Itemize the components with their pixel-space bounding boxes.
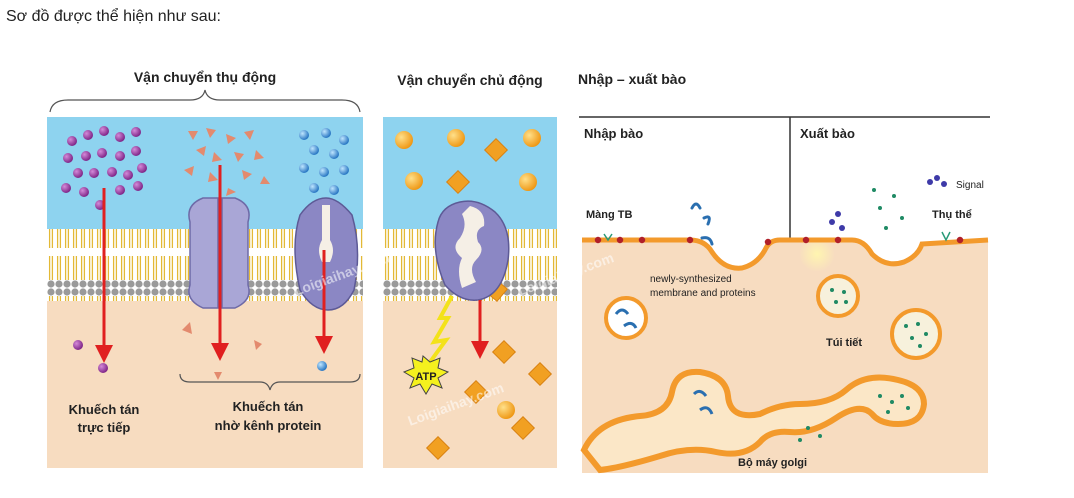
endocytosis-label: Nhập bào (584, 126, 643, 141)
new-membrane-label-1: newly-synthesized (650, 274, 732, 285)
salmon-particles (182, 128, 270, 380)
direct-label-1: Khuếch tán (69, 402, 140, 417)
membrane-proteins (594, 236, 964, 246)
active-title: Vận chuyển chủ động (397, 72, 542, 88)
passive-brace (49, 89, 361, 113)
passive-panel: Vận chuyển thụ động (47, 69, 363, 468)
secretory-vesicles (816, 274, 942, 360)
signal-molecules (829, 175, 947, 231)
channel-protein (188, 197, 250, 309)
golgi-label: Bộ máy golgi (738, 457, 807, 469)
channel-brace (179, 373, 361, 391)
bulk-title: Nhập – xuất bào (578, 71, 686, 87)
cytoplasm-region (47, 301, 363, 468)
channel-label-1: Khuếch tán (233, 399, 304, 414)
intro-text: Sơ đồ được thể hiện như sau: (6, 8, 221, 25)
membrane-label: Màng TB (586, 209, 632, 221)
bulk-panel: Nhập – xuất bào Nhập bào Xuất bào Màng T… (578, 71, 990, 474)
endocytosed-molecules (690, 202, 714, 246)
signal-label: Signal (956, 180, 984, 191)
energy-bolt (428, 295, 454, 364)
active-panel: Vận chuyển chủ động ATP (383, 72, 557, 468)
atp-label: ATP (415, 371, 436, 383)
receptor-label: Thụ thể (932, 209, 972, 221)
endocytic-vesicle (604, 296, 648, 340)
new-membrane-label-2: membrane and proteins (650, 288, 756, 299)
passive-title: Vận chuyển thụ động (134, 69, 276, 85)
atp-burst (402, 355, 450, 395)
exocytosis-label: Xuất bào (800, 126, 855, 141)
direct-label-2: trực tiếp (78, 420, 131, 435)
receptor-markers (603, 231, 951, 242)
vesicle-label: Túi tiết (826, 337, 862, 349)
golgi-apparatus (580, 368, 928, 474)
blue-particles (299, 128, 349, 371)
secreted-dots (872, 188, 904, 230)
channel-label-2: nhờ kênh protein (215, 418, 322, 433)
active-cytoplasm (383, 301, 557, 468)
cell-membrane (582, 237, 989, 271)
purple-particles (61, 126, 147, 373)
carrier-protein (294, 197, 359, 311)
orange-balls (395, 129, 541, 419)
pump-protein (434, 200, 510, 301)
